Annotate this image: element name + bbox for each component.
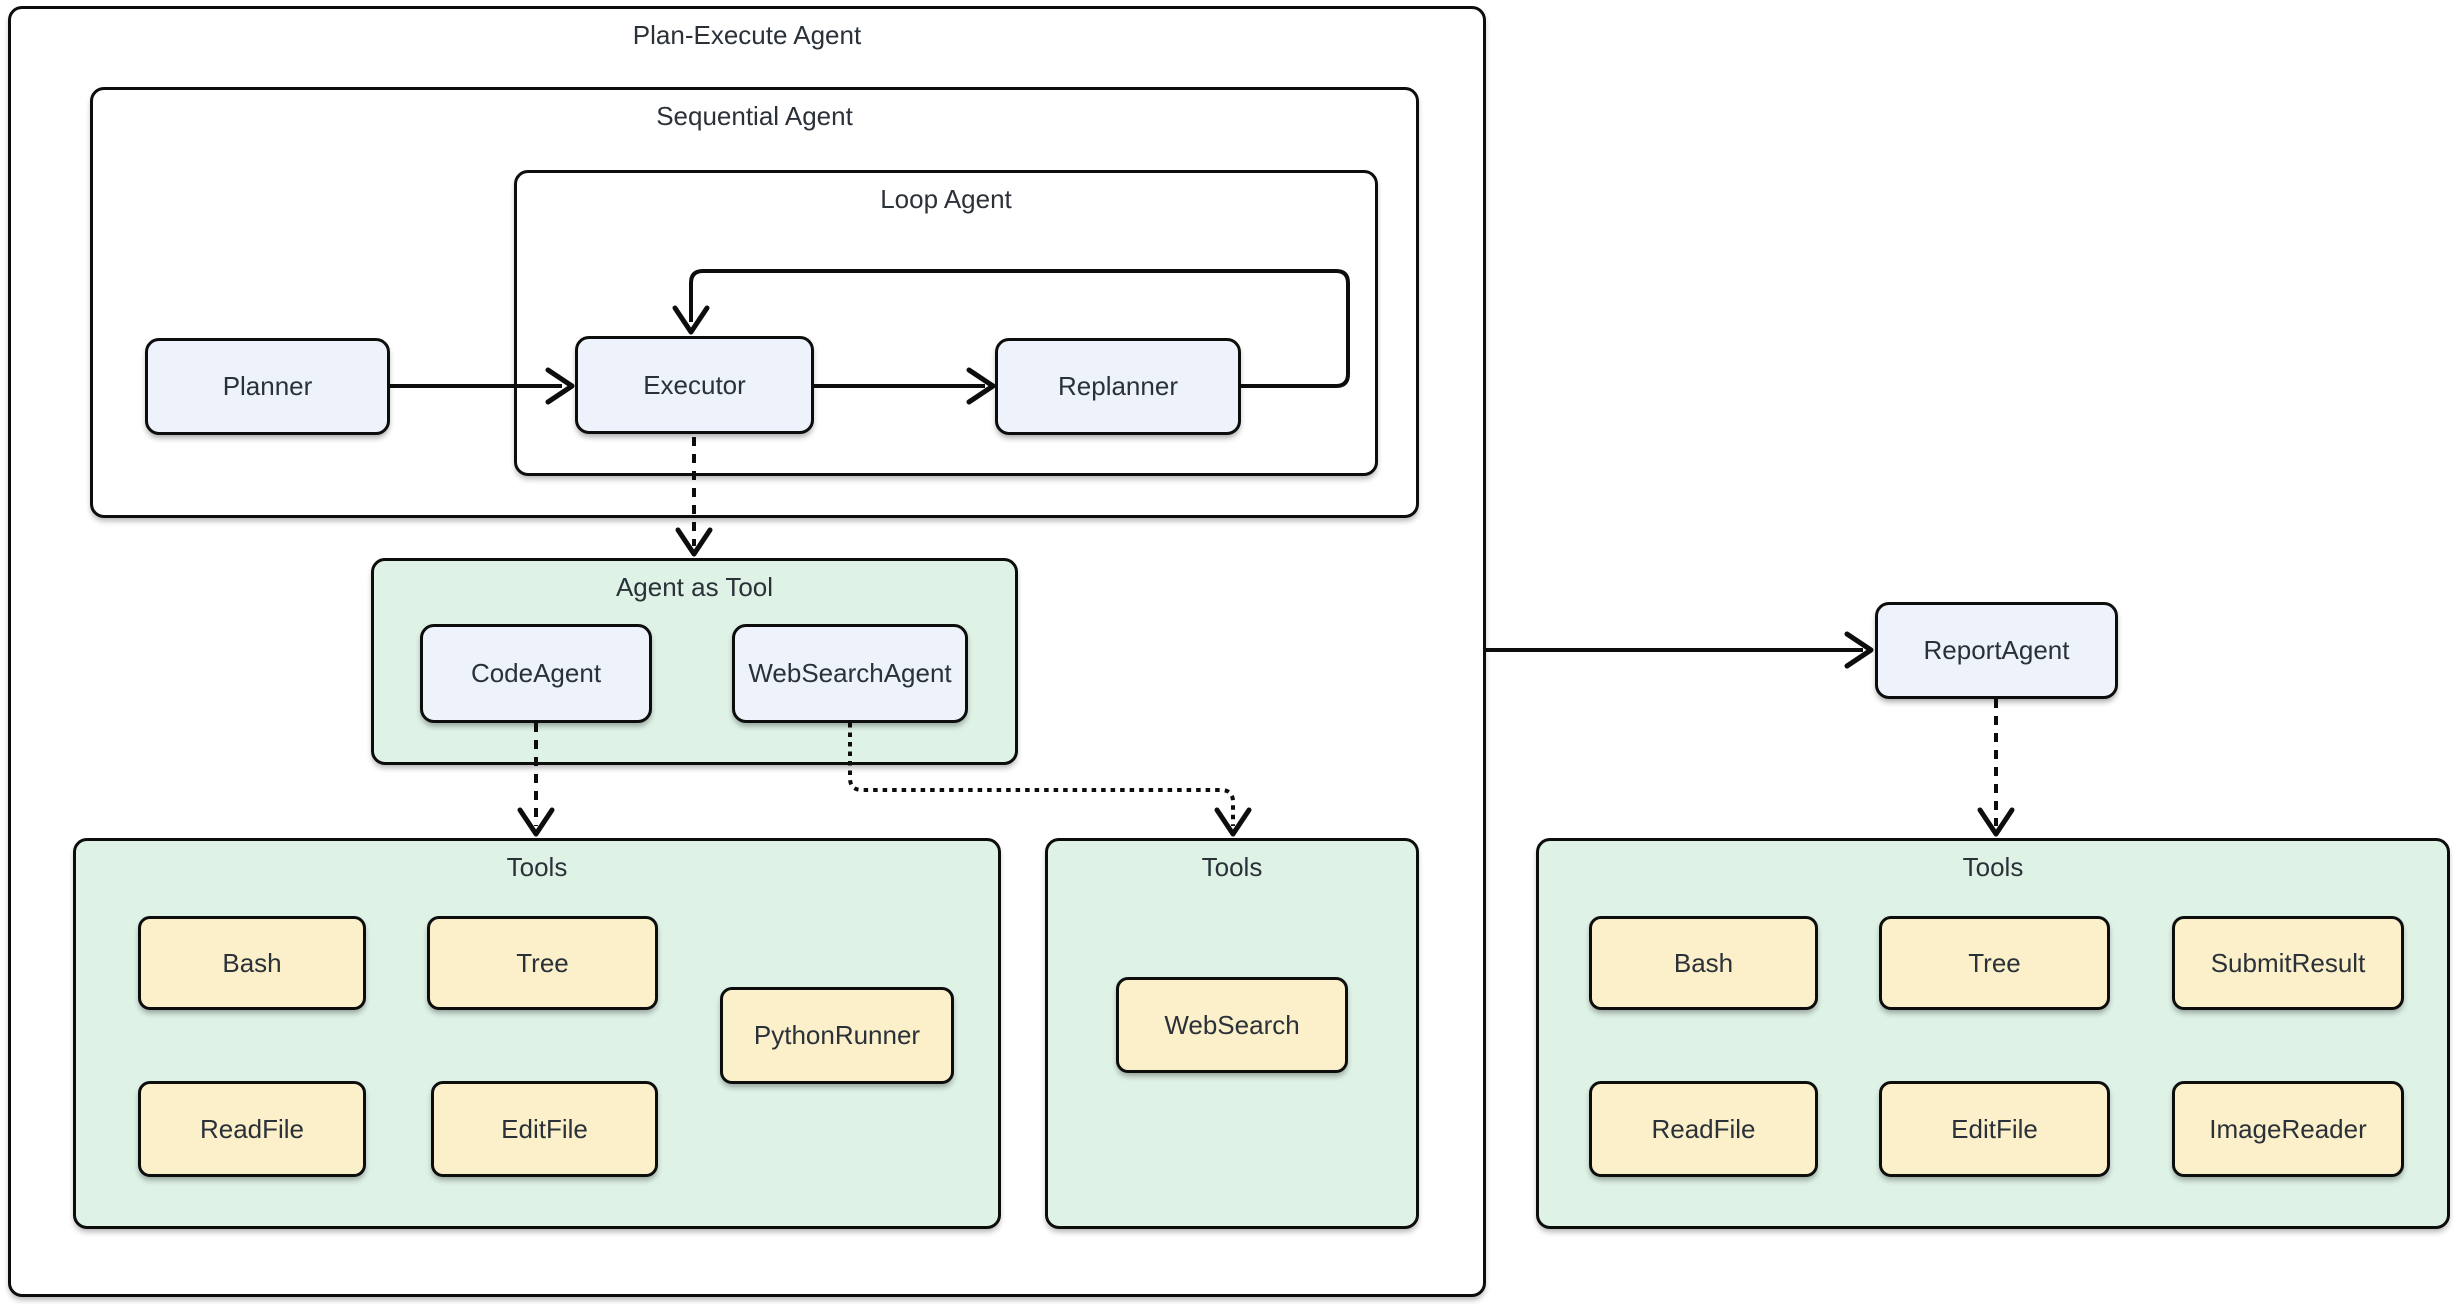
group-tools-mid-title: Tools — [1201, 852, 1263, 882]
tool-right-bash-label: Bash — [1673, 947, 1734, 978]
node-replanner: Replanner — [995, 338, 1241, 435]
tool-mid-web-search-label: WebSearch — [1164, 1009, 1300, 1040]
tool-right-edit-file-label: EditFile — [1951, 1113, 2038, 1144]
tool-right-read-file: ReadFile — [1589, 1081, 1818, 1177]
tool-right-tree: Tree — [1879, 916, 2110, 1010]
node-replanner-label: Replanner — [1058, 371, 1178, 401]
tool-right-image-reader-label: ImageReader — [2209, 1113, 2367, 1144]
node-executor-label: Executor — [643, 369, 746, 400]
node-web-search-agent-label: WebSearchAgent — [748, 658, 952, 688]
tool-left-edit-file-label: EditFile — [501, 1113, 588, 1144]
group-tools-left-title: Tools — [506, 852, 568, 882]
tool-right-image-reader: ImageReader — [2172, 1081, 2404, 1177]
node-planner-label: Planner — [222, 371, 313, 401]
group-loop-agent-title: Loop Agent — [880, 184, 1012, 214]
tool-left-read-file-label: ReadFile — [199, 1113, 305, 1144]
tool-left-python-runner: PythonRunner — [720, 987, 954, 1084]
group-tools-right-title: Tools — [1962, 852, 2024, 882]
tool-right-edit-file: EditFile — [1879, 1081, 2110, 1177]
group-sequential-agent-title: Sequential Agent — [656, 101, 853, 131]
tool-right-submit-result: SubmitResult — [2172, 916, 2404, 1010]
node-web-search-agent: WebSearchAgent — [732, 624, 968, 723]
node-executor: Executor — [575, 336, 814, 434]
tool-right-read-file-label: ReadFile — [1651, 1113, 1756, 1144]
node-report-agent: ReportAgent — [1875, 602, 2118, 699]
tool-left-python-runner-label: PythonRunner — [753, 1020, 921, 1050]
node-report-agent-label: ReportAgent — [1923, 635, 2070, 665]
tool-left-bash-label: Bash — [222, 947, 282, 978]
arrowhead-reportagent-tools — [1977, 807, 2015, 837]
tool-right-bash: Bash — [1589, 916, 1818, 1010]
tool-left-bash: Bash — [138, 916, 366, 1010]
tool-mid-web-search: WebSearch — [1116, 977, 1348, 1073]
arrowhead-planexecute-reportagent — [1844, 631, 1874, 669]
group-plan-execute-agent-title: Plan-Execute Agent — [632, 20, 862, 50]
tool-left-tree-label: Tree — [516, 947, 569, 978]
node-code-agent: CodeAgent — [420, 624, 652, 723]
node-code-agent-label: CodeAgent — [470, 658, 602, 688]
tool-left-edit-file: EditFile — [431, 1081, 658, 1177]
tool-left-read-file: ReadFile — [138, 1081, 366, 1177]
tool-right-tree-label: Tree — [1968, 947, 2021, 978]
group-agent-as-tool-title: Agent as Tool — [615, 572, 774, 602]
tool-right-submit-result-label: SubmitResult — [2210, 947, 2366, 978]
tool-left-tree: Tree — [427, 916, 658, 1010]
node-planner: Planner — [145, 338, 390, 435]
